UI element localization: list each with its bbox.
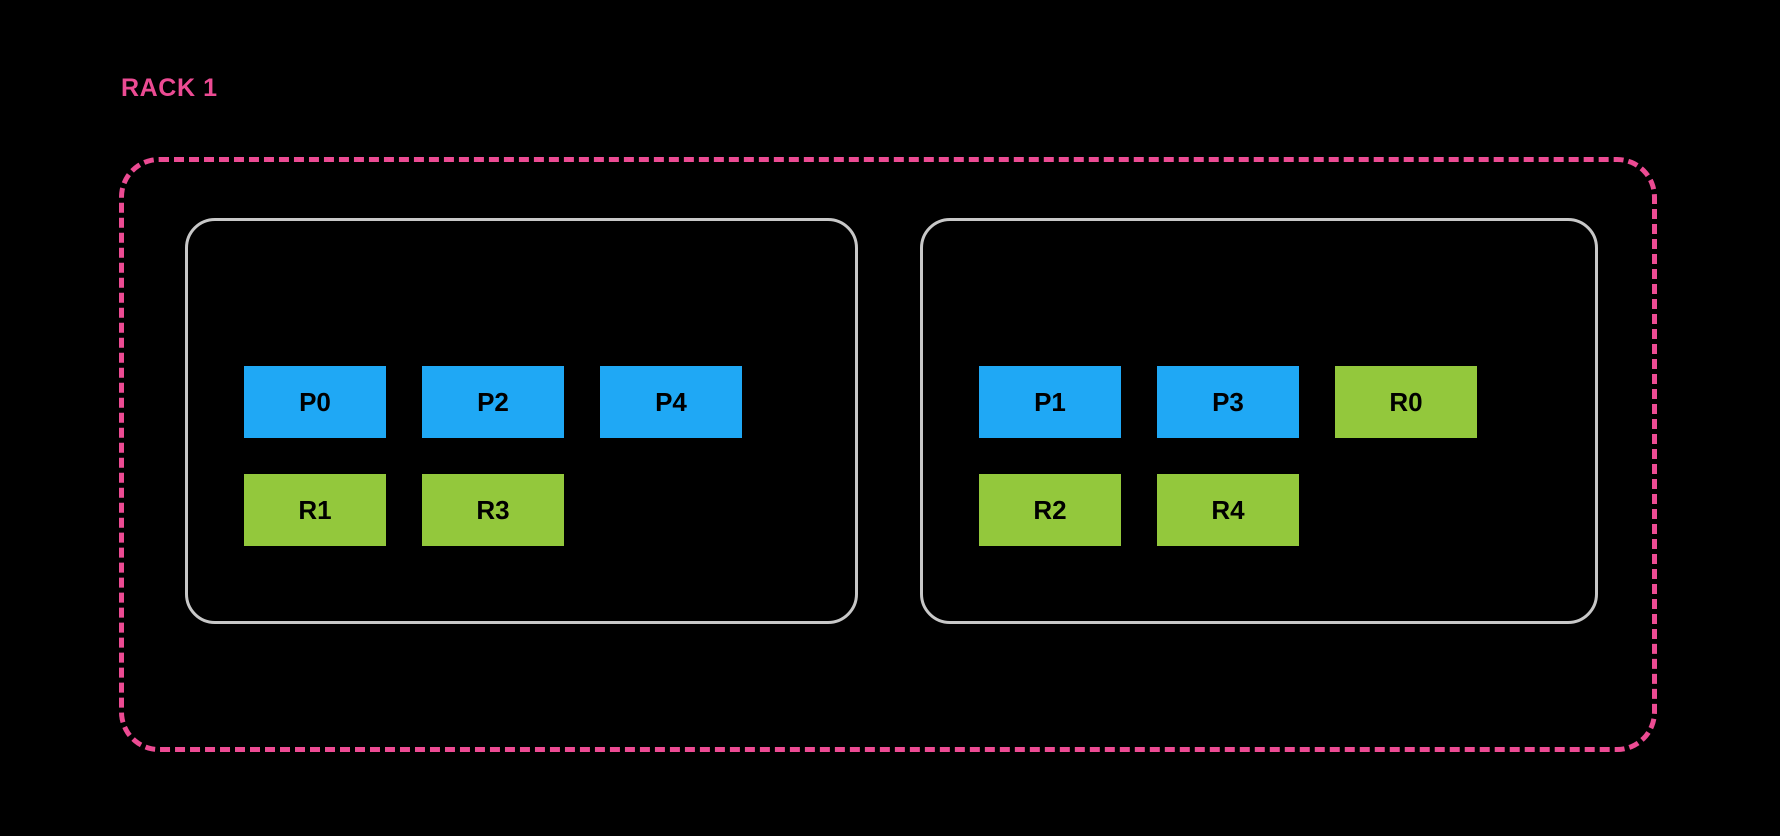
node-label: P1 <box>1034 387 1066 417</box>
node-p1[interactable]: P1 <box>979 366 1121 438</box>
node-row-replica-left: R1 R3 <box>244 474 855 546</box>
node-label: P3 <box>1212 387 1244 417</box>
node-label: P2 <box>477 387 509 417</box>
node-label: R4 <box>1211 495 1245 525</box>
node-p4[interactable]: P4 <box>600 366 742 438</box>
node-label: P0 <box>299 387 331 417</box>
node-label: R0 <box>1389 387 1423 417</box>
node-r0[interactable]: R0 <box>1335 366 1477 438</box>
node-label: P4 <box>655 387 687 417</box>
node-r3[interactable]: R3 <box>422 474 564 546</box>
host-group-left: P0 P2 P4 R1 R3 <box>185 218 858 624</box>
node-r4[interactable]: R4 <box>1157 474 1299 546</box>
node-label: R3 <box>476 495 510 525</box>
host-group-right: P1 P3 R0 R2 R4 <box>920 218 1598 624</box>
node-r1[interactable]: R1 <box>244 474 386 546</box>
node-rows-right: P1 P3 R0 R2 R4 <box>979 366 1595 546</box>
rack-boundary <box>119 157 1657 752</box>
node-p3[interactable]: P3 <box>1157 366 1299 438</box>
node-r2[interactable]: R2 <box>979 474 1121 546</box>
node-label: R2 <box>1033 495 1067 525</box>
node-p2[interactable]: P2 <box>422 366 564 438</box>
rack-label: RACK 1 <box>121 74 218 102</box>
node-row-replica-right: R2 R4 <box>979 474 1595 546</box>
node-label: R1 <box>298 495 332 525</box>
node-row-primary-right: P1 P3 R0 <box>979 366 1595 438</box>
node-row-primary-left: P0 P2 P4 <box>244 366 855 438</box>
node-rows-left: P0 P2 P4 R1 R3 <box>244 366 855 546</box>
node-p0[interactable]: P0 <box>244 366 386 438</box>
